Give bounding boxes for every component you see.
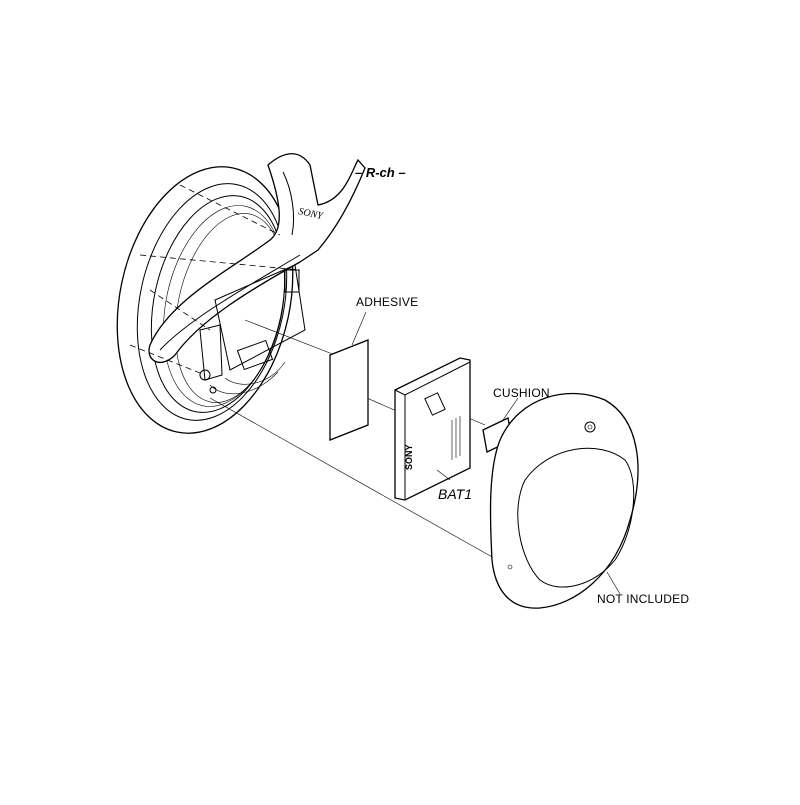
- battery-label: BAT1: [438, 486, 472, 502]
- battery-leader: [436, 469, 451, 481]
- battery-pack: [394, 357, 471, 501]
- adhesive-sheet: [329, 339, 369, 441]
- cover-label: NOT INCLUDED: [597, 592, 690, 606]
- cushion-leader: [502, 397, 519, 421]
- battery-brand-text: SONY: [404, 444, 414, 470]
- earcup-cover: [489, 392, 639, 609]
- headband-brand-text: SONY: [297, 206, 325, 222]
- adhesive-label: ADHESIVE: [356, 295, 419, 309]
- alignment-lines: [129, 184, 511, 568]
- adhesive-leader: [351, 311, 367, 346]
- cover-leader: [606, 571, 621, 595]
- headband-arm: [148, 153, 366, 364]
- internal-circuit-board: [199, 264, 306, 395]
- cushion-label: CUSHION: [493, 386, 550, 400]
- channel-label: – R-ch –: [355, 165, 406, 180]
